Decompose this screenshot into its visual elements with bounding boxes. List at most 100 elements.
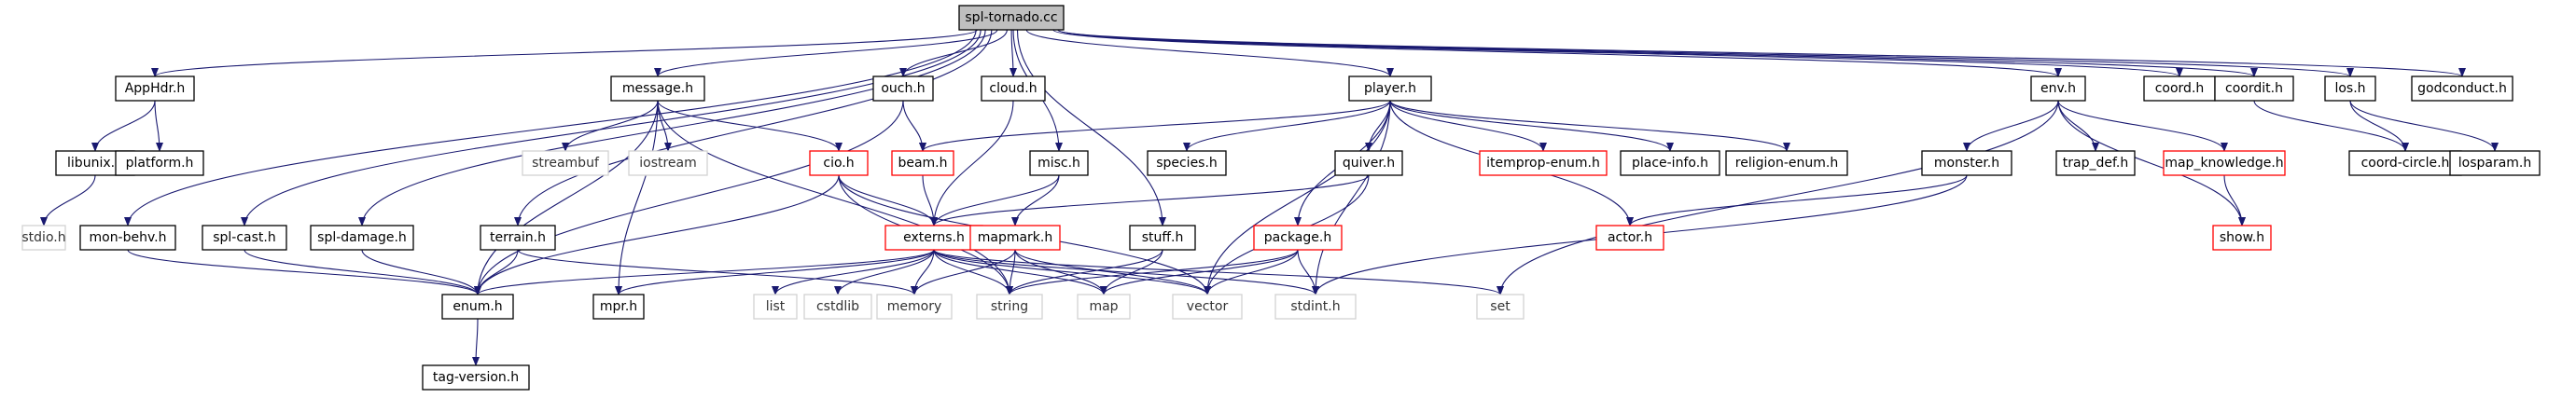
node-box <box>202 225 287 251</box>
node-itemprop-enum[interactable]: itemprop-enum.h <box>1479 150 1608 176</box>
node-apphdr[interactable]: AppHdr.h <box>115 75 195 102</box>
node-label: spl-tornado.cc <box>965 10 1057 25</box>
node-label: stdio.h <box>21 230 65 245</box>
node-box <box>2214 75 2294 102</box>
edge-externs-to-vector <box>933 249 1211 295</box>
edge-externs-to-mpr <box>615 249 935 295</box>
node-losparam[interactable]: losparam.h <box>2449 150 2541 176</box>
node-mapmark[interactable]: mapmark.h <box>969 225 1061 251</box>
edge-player-to-stdint <box>1312 100 1391 295</box>
node-label: misc.h <box>1037 156 1080 171</box>
node-label: mapmark.h <box>978 230 1053 245</box>
node-spl-tornado[interactable]: spl-tornado.cc <box>958 5 1065 31</box>
edge-mapmark-to-memory <box>911 249 1016 295</box>
node-tag-version[interactable]: tag-version.h <box>422 364 530 391</box>
node-label: show.h <box>2220 230 2264 245</box>
node-streambuf[interactable]: streambuf <box>522 150 609 176</box>
edge-message-to-streambuf <box>562 100 659 152</box>
node-cloud[interactable]: cloud.h <box>981 75 1046 102</box>
node-label: set <box>1490 299 1511 314</box>
node-message[interactable]: message.h <box>610 75 705 102</box>
edge-env-to-trap-def <box>2057 100 2099 152</box>
node-iostream[interactable]: iostream <box>628 150 708 176</box>
node-cio[interactable]: cio.h <box>809 150 869 176</box>
node-label: package.h <box>1264 230 1331 245</box>
node-box <box>115 75 195 102</box>
node-package[interactable]: package.h <box>1253 225 1343 251</box>
node-box <box>969 225 1061 251</box>
node-place-info[interactable]: place-info.h <box>1620 150 1720 176</box>
node-actor[interactable]: actor.h <box>1595 225 1664 251</box>
edge-beam-to-externs <box>922 174 938 226</box>
node-spl-cast[interactable]: spl-cast.h <box>202 225 287 251</box>
edge-externs-to-stdint <box>933 249 1319 295</box>
node-box <box>884 225 983 251</box>
node-coordit[interactable]: coordit.h <box>2214 75 2294 102</box>
node-box <box>592 294 645 320</box>
node-vector[interactable]: vector <box>1172 294 1243 320</box>
node-monster[interactable]: monster.h <box>1921 150 2012 176</box>
node-enum[interactable]: enum.h <box>441 294 514 320</box>
edge-spl-tornado-to-player <box>1025 29 1394 77</box>
node-quiver[interactable]: quiver.h <box>1334 150 1403 176</box>
edge-player-to-religion-enum <box>1389 100 1790 152</box>
edge-externs-to-set <box>933 249 1504 295</box>
node-ouch[interactable]: ouch.h <box>872 75 934 102</box>
node-label: ouch.h <box>881 81 925 96</box>
node-terrain[interactable]: terrain.h <box>480 225 556 251</box>
node-godconduct[interactable]: godconduct.h <box>2411 75 2513 102</box>
node-platform[interactable]: platform.h <box>115 150 204 176</box>
edge-cloud-to-externs <box>930 100 1014 226</box>
node-los[interactable]: los.h <box>2324 75 2376 102</box>
node-coord-circle[interactable]: coord-circle.h <box>2348 150 2462 176</box>
node-label: mpr.h <box>600 299 637 314</box>
node-box <box>422 364 530 391</box>
edge-spl-tornado-to-message <box>654 29 998 77</box>
node-misc[interactable]: misc.h <box>1029 150 1089 176</box>
node-species[interactable]: species.h <box>1147 150 1227 176</box>
node-label: memory <box>887 299 942 314</box>
edge-los-to-coord-circle <box>2349 100 2409 152</box>
node-player[interactable]: player.h <box>1348 75 1432 102</box>
node-string[interactable]: string <box>976 294 1043 320</box>
node-box <box>1479 150 1608 176</box>
node-label: spl-cast.h <box>213 230 276 245</box>
edge-map-knowledge-to-show <box>2223 174 2246 226</box>
node-stdint[interactable]: stdint.h <box>1274 294 1357 320</box>
node-box <box>976 294 1043 320</box>
node-env[interactable]: env.h <box>2030 75 2086 102</box>
edge-cio-to-externs <box>838 174 938 226</box>
node-spl-damage[interactable]: spl-damage.h <box>310 225 414 251</box>
node-map-knowledge[interactable]: map_knowledge.h <box>2163 150 2286 176</box>
edge-mon-behv-to-enum <box>127 249 481 295</box>
node-stuff[interactable]: stuff.h <box>1129 225 1196 251</box>
node-label: beam.h <box>898 156 947 171</box>
node-beam[interactable]: beam.h <box>891 150 954 176</box>
node-mpr[interactable]: mpr.h <box>592 294 645 320</box>
edges-layer <box>40 29 2499 366</box>
node-box <box>2411 75 2513 102</box>
node-box <box>1077 294 1131 320</box>
node-show[interactable]: show.h <box>2212 225 2272 251</box>
node-cstdlib[interactable]: cstdlib <box>803 294 872 320</box>
node-label: cloud.h <box>989 81 1037 96</box>
node-box <box>2212 225 2272 251</box>
node-list[interactable]: list <box>753 294 798 320</box>
node-box <box>480 225 556 251</box>
node-box <box>2449 150 2541 176</box>
node-box <box>753 294 798 320</box>
node-mon-behv[interactable]: mon-behv.h <box>79 225 176 251</box>
node-trap-def[interactable]: trap_def.h <box>2055 150 2136 176</box>
node-coord[interactable]: coord.h <box>2143 75 2216 102</box>
edge-package-to-map <box>1100 249 1299 295</box>
edge-ouch-to-enum <box>474 100 904 295</box>
node-box <box>628 150 708 176</box>
node-map[interactable]: map <box>1077 294 1131 320</box>
node-stdio[interactable]: stdio.h <box>21 225 66 251</box>
node-memory[interactable]: memory <box>876 294 953 320</box>
node-religion-enum[interactable]: religion-enum.h <box>1725 150 1848 176</box>
node-label: tag-version.h <box>433 370 519 385</box>
node-externs[interactable]: externs.h <box>884 225 983 251</box>
node-set[interactable]: set <box>1476 294 1525 320</box>
edge-cio-to-enum <box>474 174 840 295</box>
